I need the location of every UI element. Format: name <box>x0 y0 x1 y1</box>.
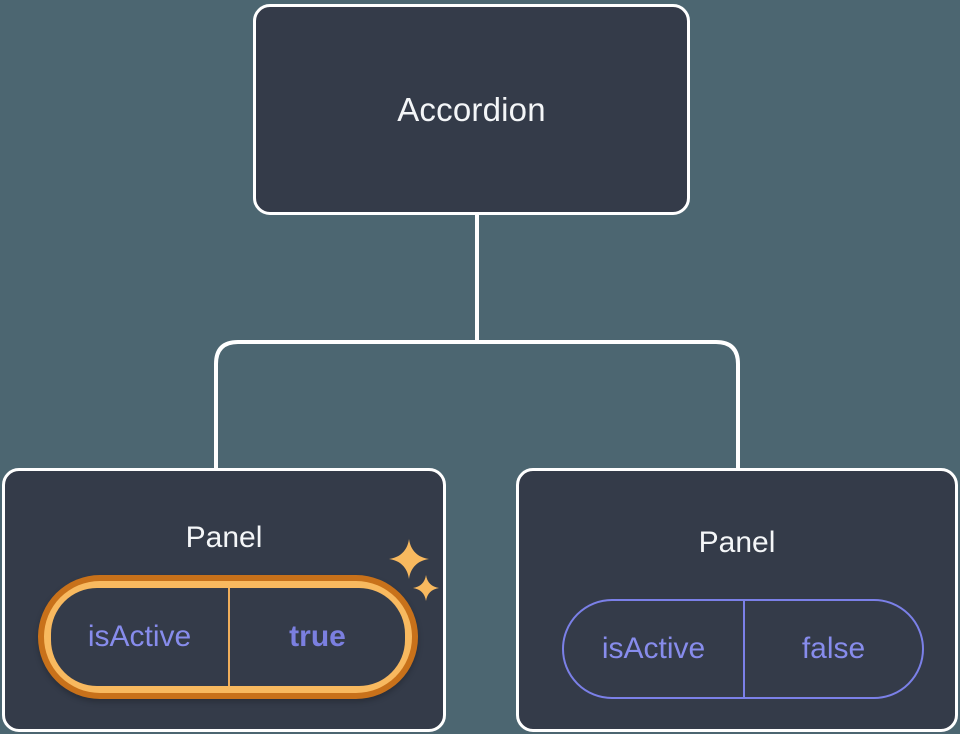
prop-pill-active-highlight-ring: isActive true <box>38 575 418 699</box>
node-panel-inactive[interactable]: Panel isActive false <box>516 468 958 732</box>
prop-pill-isactive-true[interactable]: isActive true <box>51 588 405 686</box>
prop-pill-active-inner-ring: isActive true <box>44 581 412 693</box>
node-panel-active-label: Panel <box>185 521 263 554</box>
node-accordion-label: Accordion <box>397 91 546 128</box>
node-panel-active[interactable]: Panel isActive true <box>2 468 446 732</box>
connector-branch-bus <box>214 340 740 470</box>
prop-value-label: false <box>743 601 922 697</box>
prop-pill-isactive-false[interactable]: isActive false <box>562 599 924 699</box>
prop-key-label: isActive <box>87 620 192 653</box>
prop-value-label: true <box>228 588 405 686</box>
node-accordion[interactable]: Accordion <box>253 4 690 215</box>
node-panel-inactive-label: Panel <box>698 526 776 559</box>
prop-key-label: isActive <box>601 632 706 665</box>
